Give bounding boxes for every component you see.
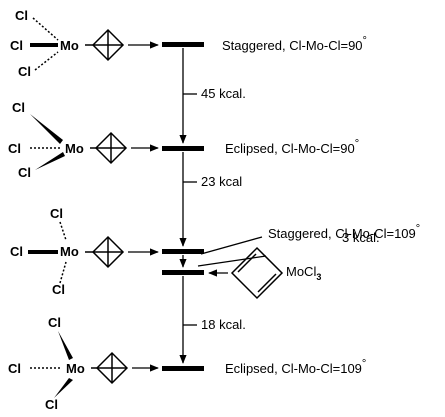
cl-atom: Cl <box>15 8 28 23</box>
level-label-staggered-109: Staggered, Cl-Mo-Cl=109° <box>268 223 420 241</box>
mo-atom: Mo <box>65 141 84 156</box>
energy-level-eclipsed-109 <box>162 366 204 371</box>
complex-formula: MoCl3 <box>286 264 321 282</box>
level-label-staggered-90: Staggered, Cl-Mo-Cl=90° <box>222 35 367 53</box>
gap-label-18: 18 kcal. <box>201 317 246 332</box>
molecule-staggered-90: Cl Cl Cl Mo <box>10 8 125 79</box>
bicyclobutane-ligand <box>95 351 129 385</box>
mo-atom: Mo <box>60 38 79 53</box>
cl-atom: Cl <box>8 361 21 376</box>
cl-atom: Cl <box>10 244 23 259</box>
gap-label-3: 3 kcal. <box>342 230 380 245</box>
energy-level-staggered-109 <box>162 249 204 254</box>
mo-atom: Mo <box>60 244 79 259</box>
energy-level-staggered-90 <box>162 42 204 47</box>
cl-atom: Cl <box>18 64 31 79</box>
bicyclobutane-ligand <box>91 235 125 269</box>
molecule-eclipsed-90: Cl Cl Cl Mo <box>8 100 128 180</box>
cyclobutadiene-mocl3-complex: MoCl3 <box>208 246 321 300</box>
energy-level-cyclobutadiene <box>162 270 204 275</box>
molecule-eclipsed-109: Cl Cl Cl Mo <box>8 315 129 412</box>
cl-atom: Cl <box>18 165 31 180</box>
gap-label-23: 23 kcal <box>201 174 242 189</box>
bicyclobutane-ligand <box>91 28 125 62</box>
mo-atom: Mo <box>66 361 85 376</box>
bicyclobutane-ligand <box>94 131 128 165</box>
level-label-eclipsed-90: Eclipsed, Cl-Mo-Cl=90° <box>225 138 359 156</box>
cl-atom: Cl <box>50 206 63 221</box>
cl-atom: Cl <box>52 282 65 297</box>
cl-atom: Cl <box>12 100 25 115</box>
level-label-eclipsed-109: Eclipsed, Cl-Mo-Cl=109° <box>225 358 366 376</box>
cl-atom: Cl <box>10 38 23 53</box>
molecule-staggered-109: Cl Cl Cl Mo <box>10 206 125 297</box>
cl-atom: Cl <box>45 397 58 412</box>
cl-atom: Cl <box>8 141 21 156</box>
cl-atom: Cl <box>48 315 61 330</box>
energy-level-eclipsed-90 <box>162 146 204 151</box>
gap-label-45: 45 kcal. <box>201 86 246 101</box>
